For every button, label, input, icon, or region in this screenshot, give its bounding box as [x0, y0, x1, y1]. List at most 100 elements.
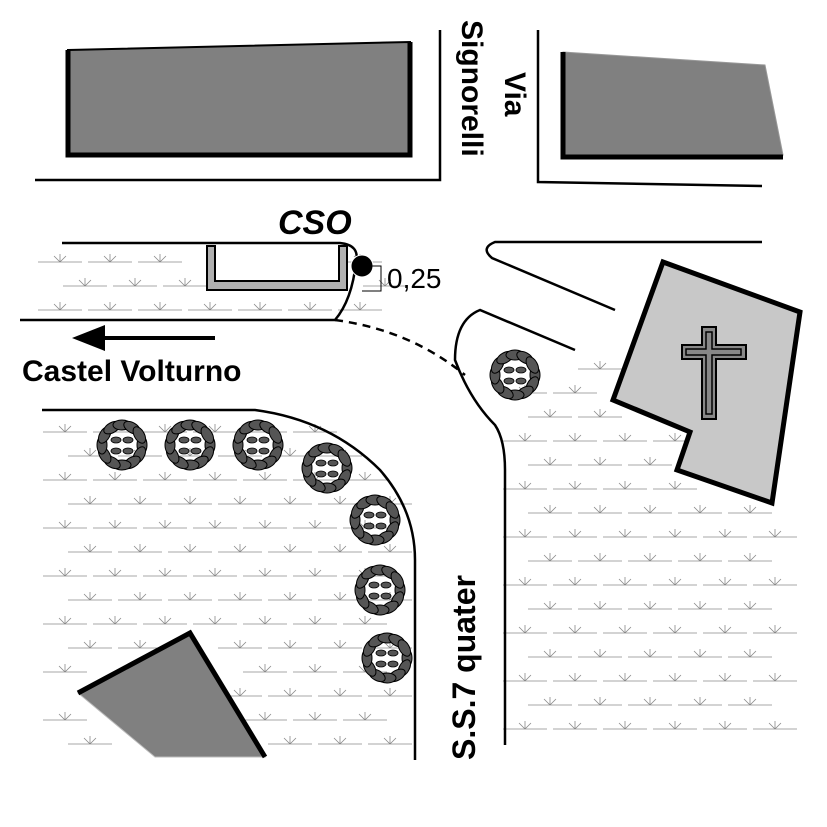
bush-icon: [489, 349, 541, 401]
grass-icon: [268, 688, 312, 697]
grass-icon: [528, 601, 572, 610]
grass-icon: [293, 424, 337, 433]
grass-icon: [318, 496, 362, 505]
grass-icon: [553, 529, 597, 538]
grass-icon: [678, 505, 722, 514]
grass-icon: [678, 697, 722, 706]
grass-icon: [728, 649, 772, 658]
grass-icon: [703, 529, 747, 538]
grass-icon: [288, 302, 332, 311]
grass-icon: [268, 736, 312, 745]
grass-icon: [63, 278, 107, 287]
grass-icon: [168, 592, 212, 601]
grass-icon: [653, 529, 697, 538]
grass-icon: [318, 544, 362, 553]
grass-icon: [243, 472, 287, 481]
grass-icon: [553, 481, 597, 490]
bush-icon: [232, 419, 284, 471]
grass-icon: [603, 433, 647, 442]
grass-icon: [628, 553, 672, 562]
grass-icon: [753, 673, 797, 682]
grass-icon: [653, 433, 697, 442]
grass-icon: [138, 302, 182, 311]
grass-icon: [368, 640, 412, 649]
grass-icon: [603, 481, 647, 490]
grass-icon: [603, 529, 647, 538]
grass-icon: [318, 592, 362, 601]
grass-icon: [243, 616, 287, 625]
grass-icon: [118, 544, 162, 553]
grass-icon: [68, 736, 112, 745]
grass-icon: [43, 520, 87, 529]
grass-icon: [728, 697, 772, 706]
grass-icon: [553, 433, 597, 442]
grass-icon: [368, 736, 412, 745]
grass-icon: [293, 568, 337, 577]
grass-icon: [293, 520, 337, 529]
grass-icon: [653, 673, 697, 682]
grass-icon: [68, 592, 112, 601]
grass-icon: [293, 616, 337, 625]
grass-icon: [503, 481, 547, 490]
grass-icon: [118, 640, 162, 649]
bush-icon: [301, 442, 353, 494]
grass-icon: [143, 616, 187, 625]
grass-icon: [93, 472, 137, 481]
signorelli-label: Signorelli: [455, 20, 488, 157]
grass-icon: [578, 601, 622, 610]
grass-icon: [603, 673, 647, 682]
grass-icon: [553, 721, 597, 730]
cso-structure: [206, 245, 348, 291]
grass-icon: [193, 472, 237, 481]
grass-icon: [553, 385, 597, 394]
grass-icon: [268, 448, 312, 457]
bushes: [96, 349, 541, 684]
grass-icon: [38, 254, 82, 263]
bush-icon: [349, 494, 401, 546]
grass-icon: [43, 664, 87, 673]
grass-icon: [628, 697, 672, 706]
grass-areas: [38, 254, 797, 745]
grass-icon: [343, 616, 387, 625]
grass-icon: [528, 649, 572, 658]
grass-icon: [753, 529, 797, 538]
grass-icon: [143, 424, 187, 433]
bush-icon: [361, 632, 413, 684]
grass-icon: [603, 577, 647, 586]
grass-icon: [578, 409, 622, 418]
dimension-label: 0,25: [387, 263, 442, 294]
grass-icon: [43, 472, 87, 481]
grass-icon: [528, 457, 572, 466]
grass-icon: [268, 544, 312, 553]
grass-icon: [218, 544, 262, 553]
grass-icon: [43, 712, 87, 721]
grass-icon: [553, 625, 597, 634]
grass-icon: [528, 697, 572, 706]
bush-icon: [96, 419, 148, 471]
grass-icon: [318, 640, 362, 649]
grass-icon: [168, 496, 212, 505]
grass-icon: [528, 409, 572, 418]
grass-icon: [68, 640, 112, 649]
grass-icon: [653, 481, 697, 490]
bush-icon: [354, 564, 406, 616]
grass-icon: [268, 592, 312, 601]
grass-icon: [193, 616, 237, 625]
building-bottom-left: [77, 632, 266, 758]
via-label: Via: [498, 72, 531, 117]
grass-icon: [728, 553, 772, 562]
grass-icon: [553, 577, 597, 586]
grass-icon: [578, 361, 622, 370]
castel-volturno-label: Castel Volturno: [22, 355, 241, 388]
grass-icon: [118, 496, 162, 505]
grass-icon: [218, 688, 262, 697]
grass-icon: [578, 649, 622, 658]
grass-icon: [238, 302, 282, 311]
grass-icon: [368, 544, 412, 553]
grass-icon: [268, 496, 312, 505]
grass-icon: [503, 721, 547, 730]
grass-icon: [628, 601, 672, 610]
grass-icon: [243, 520, 287, 529]
